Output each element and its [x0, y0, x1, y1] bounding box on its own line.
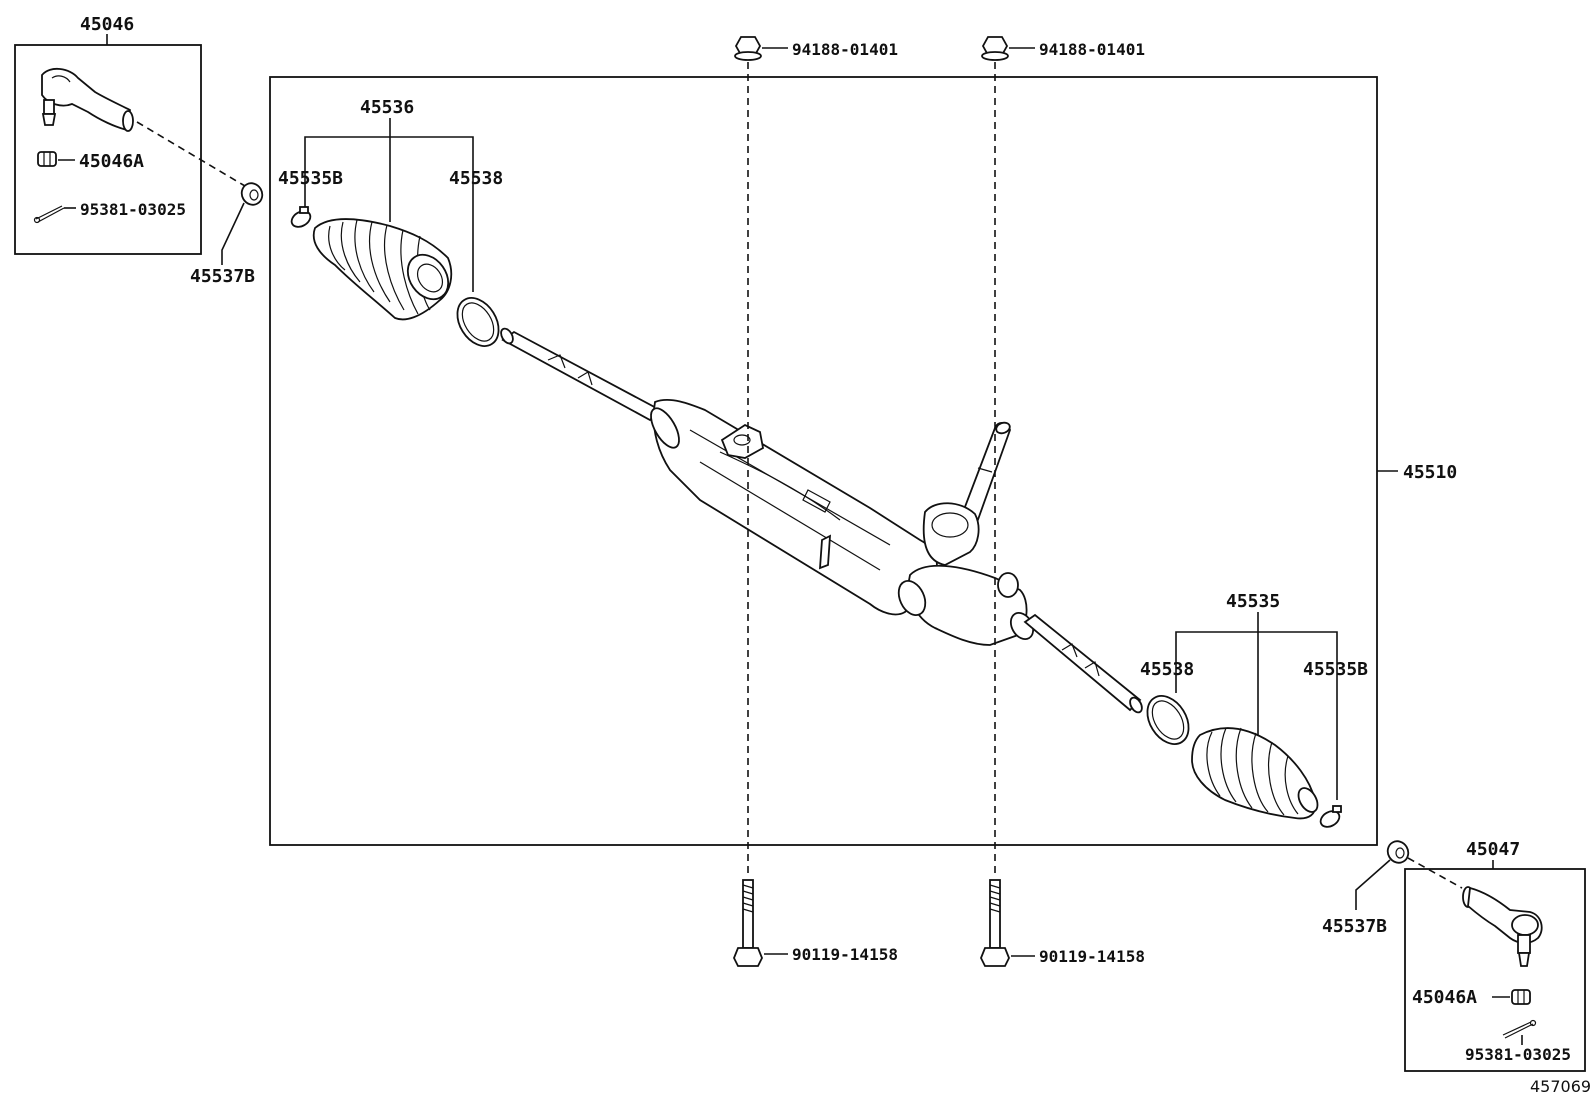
gear-assembly-label: 45510 [1403, 462, 1457, 483]
tie-rod-end-rh-frame [1404, 868, 1586, 1072]
band-rh-label: 45538 [1140, 659, 1194, 680]
clip-lh-label: 45535B [278, 168, 343, 189]
steering-gear-assembly[interactable] [499, 327, 1145, 715]
cover-rh-icon[interactable] [1384, 837, 1412, 866]
boot-rh-icon[interactable] [1191, 727, 1321, 820]
bolt-left-label: 90119-14158 [792, 945, 898, 964]
clip-rh-label: 45535B [1303, 659, 1368, 680]
cotter-pin-rh-icon[interactable] [1502, 1019, 1537, 1046]
diagram-id: 457069 [1530, 1077, 1591, 1096]
cotter-pin-lh-label: 95381-03025 [80, 200, 186, 219]
cover-lh-label: 45537B [190, 266, 255, 287]
castle-nut-rh-label: 45046A [1412, 987, 1477, 1008]
bolt-right-label: 90119-14158 [1039, 947, 1145, 966]
clip-lh-icon[interactable] [289, 206, 313, 230]
nut-left-label: 94188-01401 [792, 40, 898, 59]
band-lh-icon[interactable] [449, 290, 507, 353]
boot-lh-icon[interactable] [312, 218, 457, 321]
tie-rod-end-rh[interactable] [1462, 886, 1543, 967]
castle-nut-rh-icon[interactable] [1492, 989, 1531, 1005]
bolt-right-icon[interactable] [980, 879, 1035, 967]
tie-rod-end-rh-label: 45047 [1466, 839, 1520, 860]
nut-right-label: 94188-01401 [1039, 40, 1145, 59]
tie-rod-end-lh[interactable] [41, 68, 134, 132]
tie-rod-end-lh-label: 45046 [80, 14, 134, 35]
cotter-pin-rh-label: 95381-03025 [1465, 1045, 1571, 1064]
boot-set-lh-label: 45536 [360, 97, 414, 118]
clip-rh-icon[interactable] [1318, 805, 1342, 830]
flange-nut-left-icon[interactable] [734, 36, 788, 61]
cover-lh-icon[interactable] [238, 179, 266, 208]
band-lh-label: 45538 [449, 168, 503, 189]
bolt-left-icon[interactable] [733, 879, 788, 967]
tie-rod-end-lh-frame [14, 44, 202, 255]
band-rh-icon[interactable] [1139, 688, 1197, 751]
flange-nut-right-icon[interactable] [981, 36, 1035, 61]
gear-assembly-frame [269, 76, 1378, 846]
castle-nut-lh-icon[interactable] [37, 151, 75, 167]
boot-set-rh-label: 45535 [1226, 591, 1280, 612]
cotter-pin-lh-icon[interactable] [33, 205, 77, 224]
castle-nut-lh-label: 45046A [79, 151, 144, 172]
cover-rh-label: 45537B [1322, 916, 1387, 937]
